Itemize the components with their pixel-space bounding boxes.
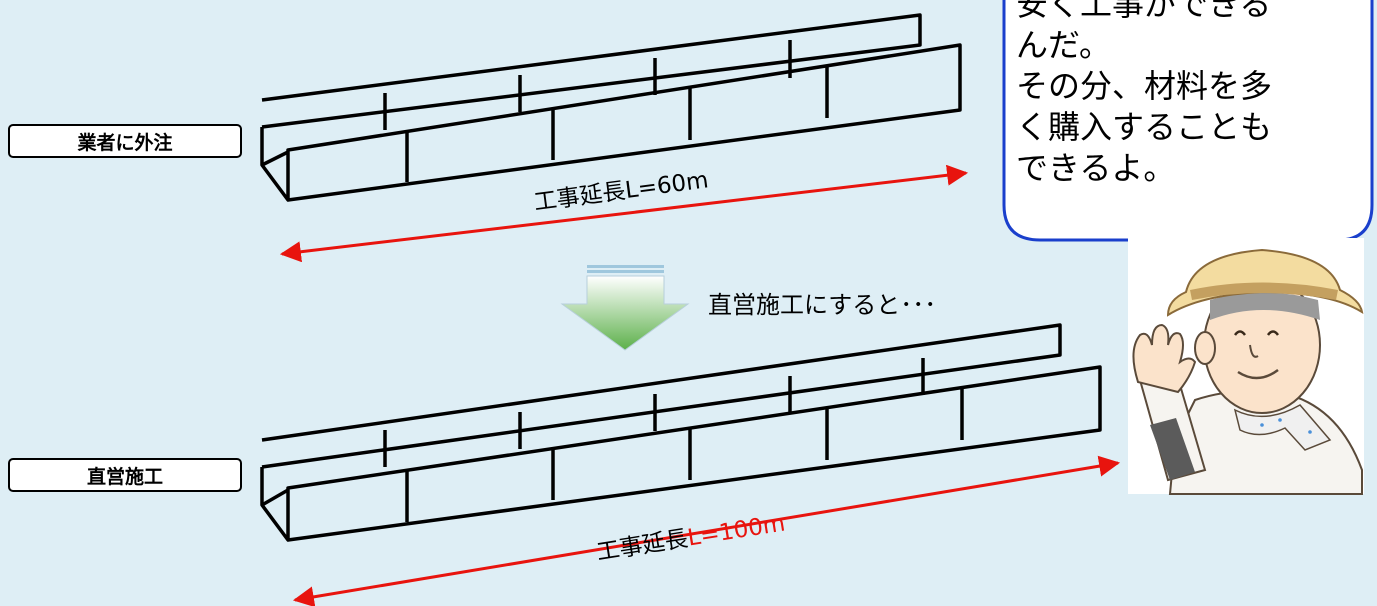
channel-end-bottom <box>261 488 289 507</box>
front-wall-top <box>260 43 962 202</box>
bubble-line: できるよ。 <box>1016 149 1176 187</box>
u-channel-top <box>260 13 962 202</box>
bubble-line: その分、材料を多 <box>1016 67 1273 105</box>
front-wall-bottom <box>260 365 1102 542</box>
back-joints-bottom <box>383 358 925 467</box>
farmer-waving-icon <box>1128 238 1364 495</box>
bubble-line: く購入することも <box>1016 108 1273 146</box>
down-arrow-icon <box>560 265 690 351</box>
length-arrow-top <box>279 164 969 263</box>
arrow-caption: 直営施工にすると･･･ <box>708 291 937 319</box>
label-direct-construction: 直営施工 <box>8 458 242 492</box>
length-label-bottom: 工事延長L=100m <box>595 510 787 565</box>
front-joints-top <box>405 66 829 182</box>
length-arrow-bottom <box>292 455 1121 606</box>
bubble-line: 安く工事ができる <box>1016 0 1272 23</box>
length-label-top: 工事延長L=60m <box>532 167 710 216</box>
u-channel-bottom <box>260 323 1102 542</box>
bubble-line: んだ。 <box>1016 26 1112 64</box>
back-wall-top <box>261 13 922 129</box>
back-wall-bottom <box>261 323 1062 469</box>
back-joints-top <box>383 40 792 130</box>
speech-bubble-text: 安く工事ができる んだ。 その分、材料を多 く購入することも できるよ。 <box>1016 0 1356 189</box>
channel-end-top <box>261 150 289 167</box>
label-contractor: 業者に外注 <box>8 124 242 158</box>
